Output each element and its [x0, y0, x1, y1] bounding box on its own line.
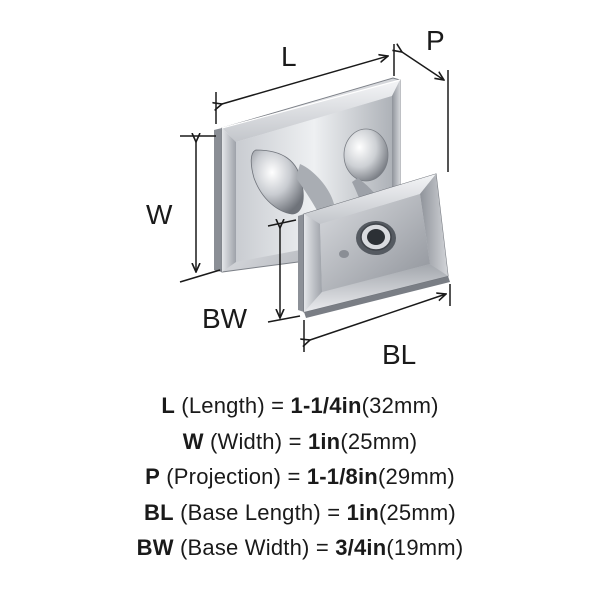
- spec-imperial: 1-1/8in: [306, 464, 378, 489]
- spec-code: BL: [144, 499, 174, 525]
- spec-imperial: 1in: [346, 499, 379, 525]
- spec-base-length: BL (Base Length) = 1in(25mm): [0, 495, 600, 531]
- dimension-lines: [179, 44, 451, 352]
- label-l: L: [281, 41, 297, 72]
- spec-width: W (Width) = 1in(25mm): [0, 424, 600, 460]
- spec-code: BW: [136, 535, 174, 560]
- spec-length: L (Length) = 1-1/4in(32mm): [0, 388, 600, 424]
- spec-name: (Projection) =: [159, 464, 307, 489]
- label-w: W: [146, 199, 173, 230]
- label-bw: BW: [202, 303, 248, 334]
- spec-imperial: 1-1/4in: [290, 393, 362, 418]
- spec-name: (Base Length) =: [173, 499, 347, 525]
- spec-metric: (25mm): [340, 428, 418, 454]
- spec-metric: (25mm): [378, 499, 456, 525]
- knob-dimension-diagram: L P W BW BL: [146, 25, 451, 370]
- label-p: P: [426, 25, 445, 56]
- spec-imperial: 3/4in: [335, 535, 387, 560]
- spec-name: (Length) =: [175, 393, 291, 418]
- spec-code: L: [161, 393, 175, 418]
- spec-name: (Base Width) =: [173, 535, 336, 560]
- spec-imperial: 1in: [307, 428, 341, 454]
- spec-metric: (29mm): [377, 464, 455, 489]
- label-bl: BL: [382, 339, 416, 370]
- spec-projection: P (Projection) = 1-1/8in(29mm): [0, 459, 600, 495]
- spec-metric: (32mm): [361, 393, 439, 418]
- dimension-spec-list: L (Length) = 1-1/4in(32mm) W (Width) = 1…: [0, 388, 600, 566]
- spec-code: P: [145, 464, 160, 489]
- spec-name: (Width) =: [203, 428, 308, 454]
- knob-stem: [250, 128, 389, 215]
- spec-code: W: [182, 428, 204, 454]
- spec-base-width: BW (Base Width) = 3/4in(19mm): [0, 530, 600, 566]
- spec-metric: (19mm): [386, 535, 464, 560]
